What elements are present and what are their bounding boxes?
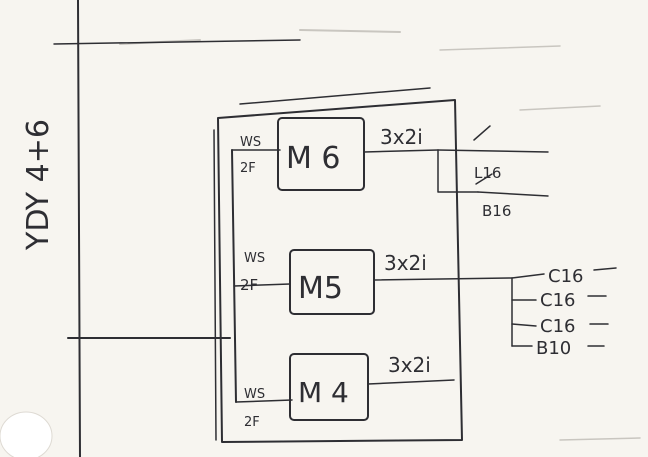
m4-ws: WS	[244, 387, 265, 402]
m4-box	[289, 353, 369, 421]
panel-top-stroke	[239, 87, 431, 105]
m5-branch	[233, 283, 291, 287]
m5-outputs: C16 C16 C16 B10	[511, 266, 617, 359]
module-m6: M 6 WS 2F 3x2i	[231, 117, 439, 191]
m5-cable: 3x2i	[384, 251, 427, 275]
m6-branch-l	[437, 149, 549, 153]
internal-bus	[231, 149, 237, 403]
m4-cable: 3x2i	[388, 353, 431, 377]
m5-output-4: B10	[536, 338, 571, 359]
m6-outputs: L16 B16	[437, 125, 549, 220]
m5-ws: WS	[244, 251, 265, 266]
smudge	[0, 411, 53, 457]
m6-branch-b	[437, 149, 479, 193]
main-rail	[77, 0, 81, 457]
m6-ws: WS	[240, 135, 261, 150]
m4-label: M 4	[298, 376, 349, 409]
panel-inner-left	[213, 129, 217, 441]
module-m5: M5 WS 2F 3x2i	[233, 249, 513, 315]
m5-output-2: C16	[540, 290, 575, 311]
m4-out	[367, 379, 455, 385]
top-line	[53, 39, 301, 45]
m5-fan-3	[511, 323, 537, 327]
m6-box	[277, 117, 365, 191]
m4-2f: 2F	[244, 415, 260, 430]
m6-switch-b	[475, 173, 493, 185]
m4-branch	[235, 399, 293, 403]
m5-output-3: C16	[540, 316, 575, 337]
m5-box	[289, 249, 375, 315]
m6-output-1: L16	[474, 164, 501, 182]
m6-label: M 6	[286, 141, 341, 176]
m5-label: M5	[298, 271, 343, 306]
m6-branch-b2	[477, 191, 549, 197]
side-label: YDY 4+6	[21, 119, 56, 251]
m5-tail-1	[593, 267, 617, 271]
m5-out	[373, 277, 513, 281]
m5-2f: 2F	[240, 276, 258, 294]
m6-out	[363, 149, 439, 153]
m5-output-1: C16	[548, 266, 583, 287]
m6-cable: 3x2i	[380, 125, 423, 149]
panel-box	[217, 99, 463, 443]
module-m4: M 4 WS 2F 3x2i	[235, 353, 455, 430]
m6-switch-l	[473, 125, 491, 141]
m5-fan-1	[511, 273, 545, 279]
m6-output-2: B16	[482, 202, 511, 220]
m6-2f: 2F	[240, 161, 256, 176]
